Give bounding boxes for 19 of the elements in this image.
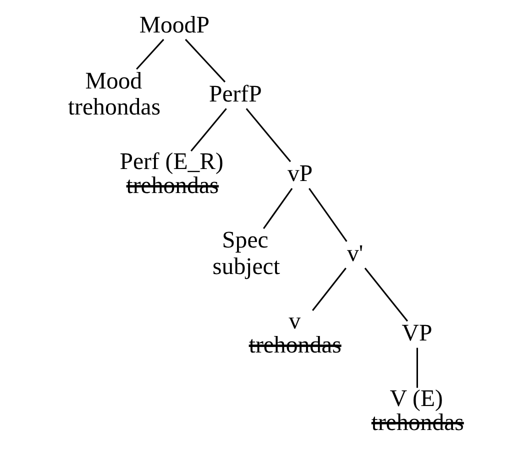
connector — [190, 108, 227, 152]
node-text: PerfP — [208, 81, 262, 108]
node-text: MoodP — [139, 12, 210, 38]
node-text: Mood trehondas — [68, 68, 160, 120]
node-text: VP — [402, 320, 432, 347]
connector — [364, 268, 408, 322]
connector — [246, 108, 292, 162]
connector — [312, 268, 346, 311]
node-text: v trehondas — [248, 308, 342, 358]
node-text: V (E) trehondas — [371, 386, 464, 436]
connector — [184, 38, 226, 82]
connector — [416, 348, 418, 388]
node-text: vP — [288, 161, 313, 188]
connector — [263, 188, 293, 229]
node-text: Perf (E_R) trehondas — [120, 149, 224, 199]
node-text: Spec subject — [212, 228, 280, 280]
connector — [308, 188, 348, 242]
connector — [136, 38, 164, 70]
node-text: v' — [347, 240, 364, 267]
